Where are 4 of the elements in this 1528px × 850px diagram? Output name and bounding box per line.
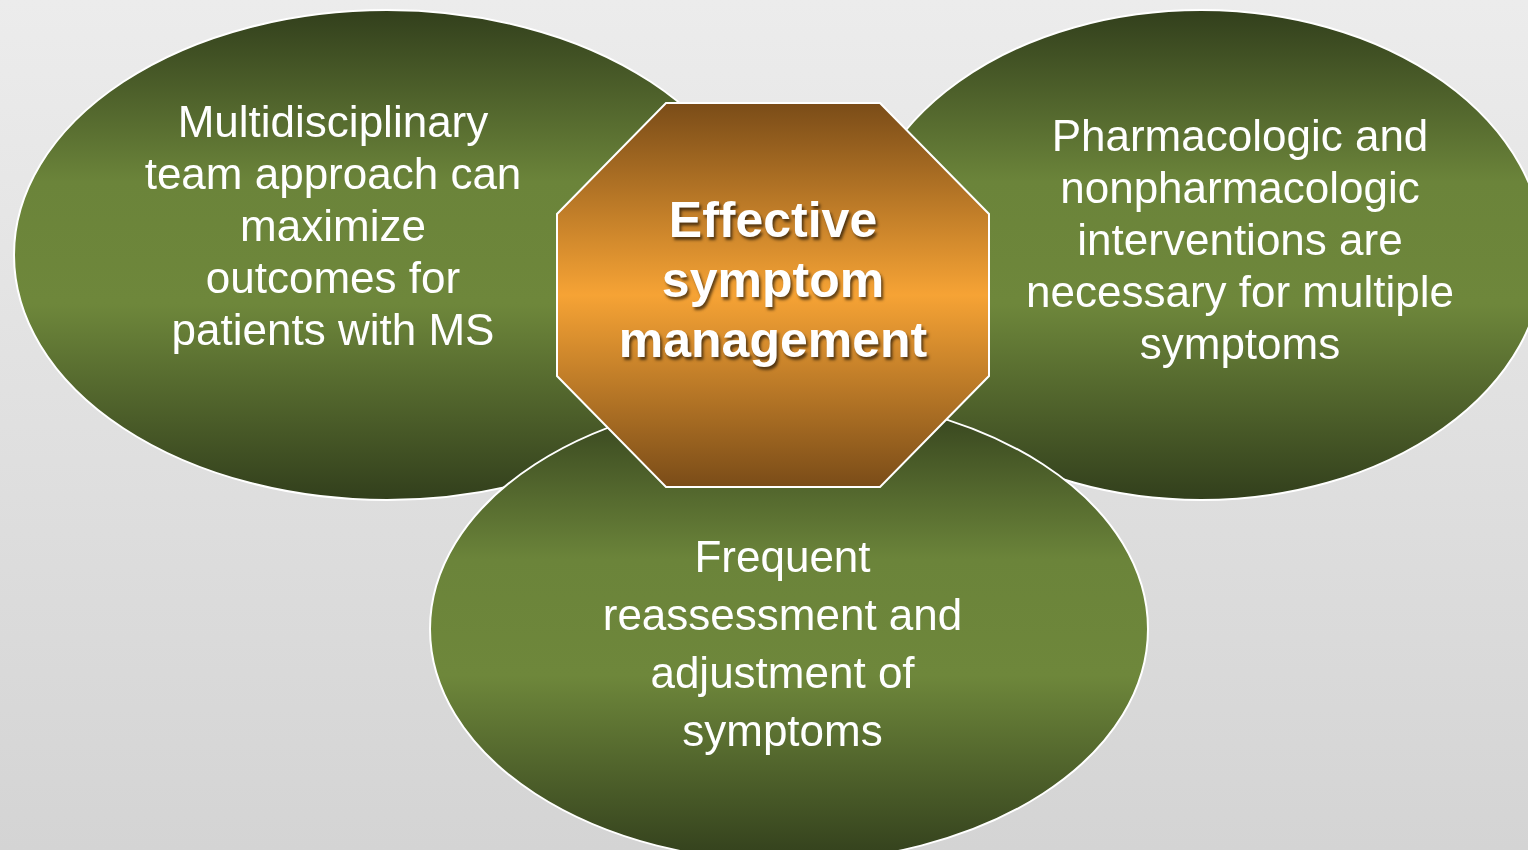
center-heading: Effective symptom management [617, 191, 929, 370]
ellipse-text: Pharmacologic and nonpharmacologic interventions are necessary for multiple symptoms [1025, 110, 1455, 370]
ellipse-text: Frequent reassessment and adjustment of symptoms [601, 531, 964, 757]
ellipse-text: Multidisciplinary team approach can maximize outcomes for patients with MS [143, 96, 523, 356]
